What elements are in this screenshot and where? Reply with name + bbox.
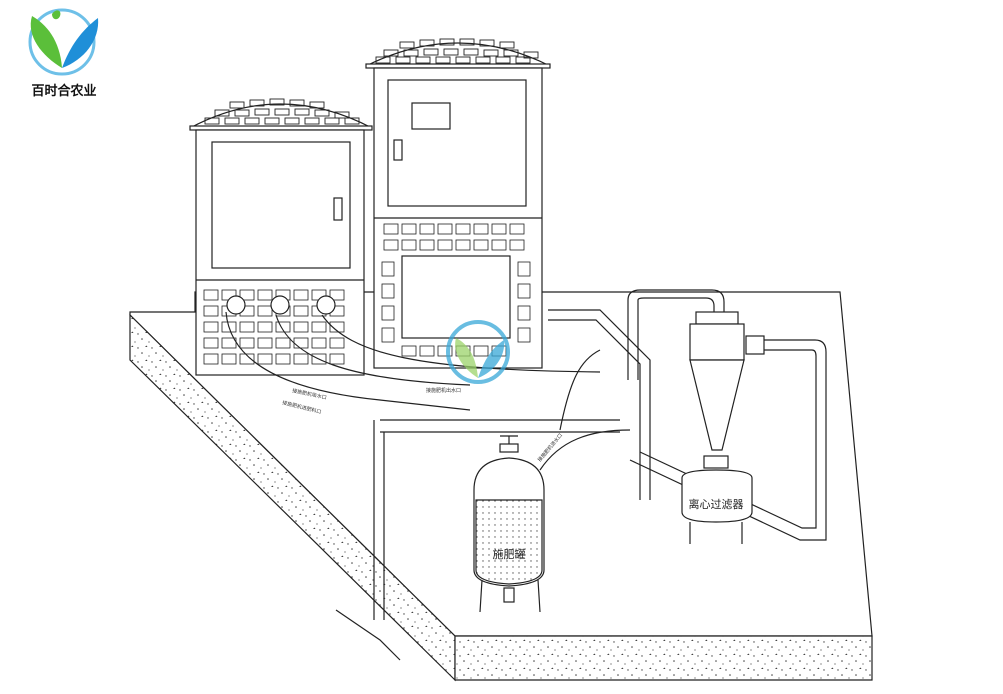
centrifugal-filter bbox=[681, 311, 765, 544]
brand-logo bbox=[12, 6, 112, 102]
meter-gauge-3 bbox=[316, 295, 336, 315]
hose-4 bbox=[559, 349, 601, 431]
pipe-drain bbox=[335, 609, 401, 661]
left-door-lock bbox=[333, 197, 343, 221]
control-cabinet-right bbox=[365, 38, 551, 369]
meter-gauge-1 bbox=[226, 295, 246, 315]
brand-name: 百时合农业 bbox=[31, 84, 97, 99]
piping-network bbox=[225, 289, 827, 661]
pipe-down bbox=[373, 420, 385, 620]
watermark-logo bbox=[446, 320, 510, 384]
slab-front-face bbox=[454, 635, 873, 681]
pipe-return bbox=[629, 339, 827, 541]
filter-head bbox=[689, 323, 745, 361]
logo-drop bbox=[52, 10, 61, 20]
logo-leaf-icon bbox=[28, 8, 99, 76]
tank-label: 施肥罐 bbox=[493, 548, 526, 561]
fertilizer-tank bbox=[473, 435, 545, 613]
pipe-outlet bbox=[548, 309, 651, 500]
pipe-note-3: 接施肥机出水口 bbox=[426, 387, 461, 394]
meter-gauge-2 bbox=[270, 295, 290, 315]
filter-collector bbox=[681, 469, 753, 523]
pipe-top-bend bbox=[627, 289, 725, 312]
tank-liquid bbox=[475, 499, 543, 585]
hose-1 bbox=[225, 311, 471, 411]
filter-cone bbox=[689, 359, 745, 451]
display-window bbox=[411, 102, 451, 130]
logo-right-leaf bbox=[62, 18, 99, 68]
filter-label: 离心过滤器 bbox=[689, 497, 744, 511]
pipe-riser bbox=[627, 300, 639, 380]
right-door-lock bbox=[393, 139, 403, 161]
hose-3 bbox=[321, 314, 601, 373]
logo-left-leaf bbox=[30, 16, 62, 68]
left-cabinet-door bbox=[211, 141, 351, 269]
right-cabinet-door bbox=[387, 79, 527, 207]
logo-ring bbox=[28, 8, 96, 76]
hose-2 bbox=[275, 314, 471, 386]
control-cabinet-left bbox=[189, 98, 373, 376]
hose-5 bbox=[539, 429, 631, 471]
pipe-manifold bbox=[380, 419, 620, 433]
